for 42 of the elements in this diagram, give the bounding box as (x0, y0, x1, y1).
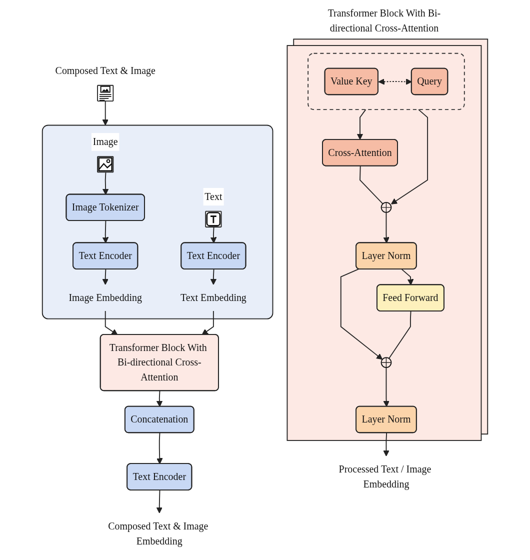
arrow (383, 367, 390, 407)
arrow (102, 100, 108, 126)
arrow (156, 432, 163, 464)
process-box: Text Encoder (180, 242, 246, 270)
arrow (356, 109, 366, 140)
process-box: Layer Norm (356, 406, 417, 434)
arrow (390, 109, 428, 204)
circled-plus-icon (380, 357, 392, 368)
process-box: Cross-Attention (322, 139, 398, 166)
process-box: Transformer Block With Bi-directional Cross-Attention (100, 334, 219, 392)
connector-line (360, 166, 384, 204)
arrow (202, 310, 214, 336)
dashed-double-arrow (378, 78, 412, 85)
output-label: Image Embedding (68, 291, 142, 306)
output-label: Processed Text / Image Embedding (338, 462, 432, 492)
process-box: Concatenation (124, 406, 194, 434)
process-box: Text Encoder (126, 463, 192, 490)
output-label: Composed Text & Image Embedding (107, 520, 210, 549)
arrow (383, 212, 390, 244)
output-label: Text Embedding (180, 291, 246, 306)
arrow (102, 268, 108, 285)
arrow (102, 220, 109, 244)
arrow (102, 172, 109, 195)
process-box: Query (410, 68, 448, 96)
arrow (210, 268, 217, 285)
arrow (210, 226, 217, 244)
arrow (401, 268, 414, 286)
process-box: Layer Norm (356, 242, 417, 270)
process-box: Value Key (324, 68, 378, 96)
block-title: Transformer Block With Bi-directional Cross-Attention (326, 6, 442, 36)
arrow (156, 490, 163, 514)
process-box: Text Encoder (72, 242, 138, 270)
connector-line (388, 310, 412, 359)
arrow (383, 432, 390, 456)
arrow (340, 268, 383, 360)
arrow (104, 310, 118, 336)
process-box: Image Tokenizer (66, 194, 145, 222)
circled-plus-icon (380, 202, 392, 213)
input-label: Image (92, 133, 120, 151)
arrow (156, 390, 163, 407)
process-box: Feed Forward (376, 284, 444, 312)
input-label: Text (203, 188, 224, 206)
